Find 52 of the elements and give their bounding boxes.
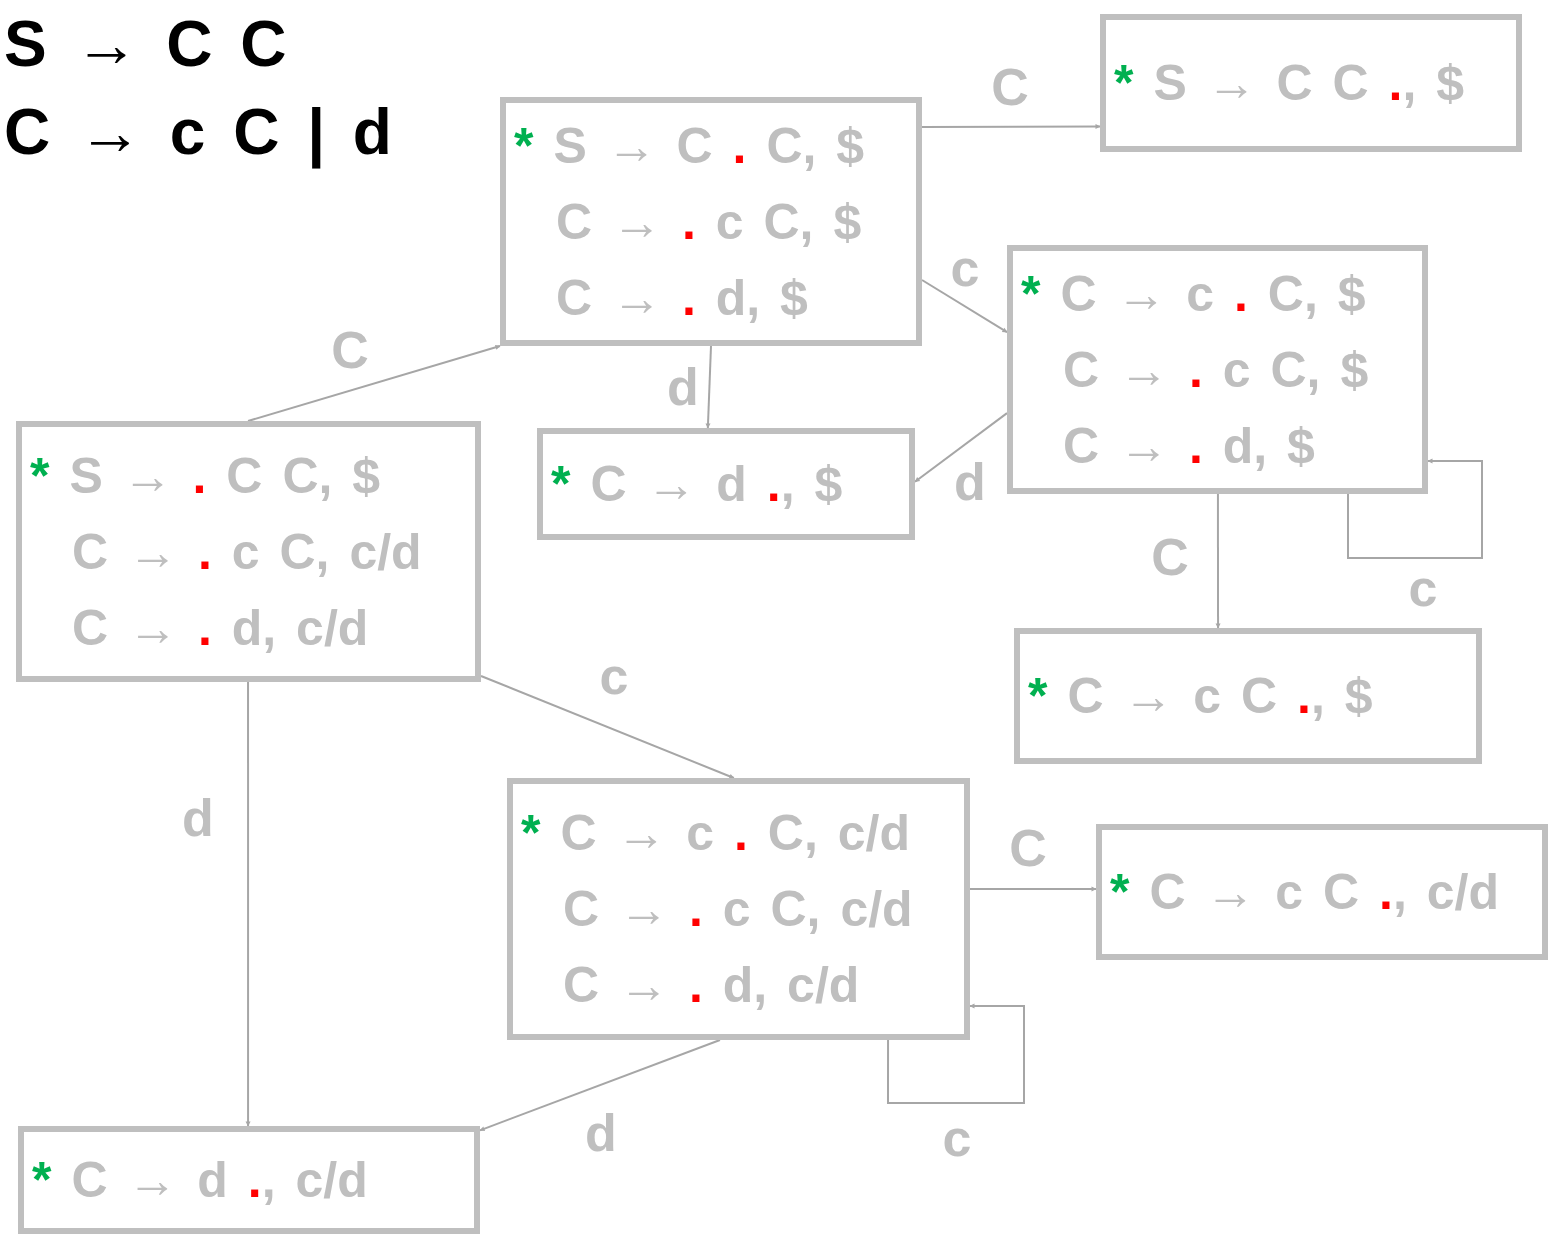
arrow	[480, 675, 735, 779]
arrow	[479, 1039, 721, 1132]
item-text: C → . d, $	[555, 268, 808, 328]
item-text: * S → . C C, $	[30, 446, 381, 506]
arrow	[245, 681, 251, 1127]
edge-label: C	[1009, 820, 1047, 876]
edge-label: d	[585, 1105, 617, 1161]
item-set-box	[18, 1126, 480, 1234]
item-set-box	[1096, 824, 1548, 960]
item-text: C → . c C, c/d	[71, 522, 422, 582]
item-text: C → . c C, $	[1062, 340, 1369, 400]
arrow	[705, 345, 712, 429]
edge-label: C	[991, 59, 1029, 115]
edge-label: C	[331, 322, 369, 378]
item-text: * C → d ., c/d	[32, 1151, 368, 1210]
item-text: * S → C C ., $	[1114, 54, 1465, 113]
item-text: * C → c C ., $	[1028, 667, 1373, 726]
arrow	[247, 344, 501, 422]
grammar-rule: C → c C | d	[4, 95, 392, 171]
item-text: C → . c C, c/d	[562, 880, 913, 939]
item-set-box	[16, 421, 481, 682]
arrow	[969, 886, 1097, 892]
arrow	[921, 124, 1101, 129]
arrow	[914, 412, 1008, 483]
edge-label: c	[950, 240, 980, 296]
edge-label: d	[667, 359, 699, 415]
item-text: * C → c . C, $	[1021, 264, 1366, 324]
item-set-box	[1100, 14, 1522, 152]
edge-label: c	[1408, 560, 1438, 616]
edge-label: c	[942, 1110, 972, 1166]
item-set-box	[507, 778, 970, 1040]
arrow	[1215, 493, 1221, 629]
item-set-box	[537, 428, 915, 540]
item-set-box	[500, 97, 922, 346]
arrow	[921, 279, 1008, 334]
item-text: * C → c C ., c/d	[1110, 863, 1499, 922]
grammar-rule: S → C C	[4, 7, 287, 82]
item-text: C → . d, c/d	[71, 598, 369, 658]
item-text: * C → c . C, c/d	[521, 804, 910, 863]
item-text: C → . d, c/d	[562, 956, 860, 1015]
item-text: C → . c C, $	[555, 192, 862, 252]
item-text: C → . d, $	[1062, 416, 1315, 476]
arrow	[1347, 458, 1483, 559]
item-set-box	[1007, 245, 1428, 494]
edge-label: d	[182, 790, 214, 846]
edge-label: d	[954, 454, 986, 510]
arrow	[887, 1003, 1025, 1104]
edge-label: C	[1151, 529, 1189, 585]
item-text: * S → C . C, $	[514, 116, 865, 176]
item-set-box	[1014, 628, 1482, 764]
item-text: * C → d ., $	[551, 455, 843, 514]
edge-label: c	[599, 648, 629, 704]
